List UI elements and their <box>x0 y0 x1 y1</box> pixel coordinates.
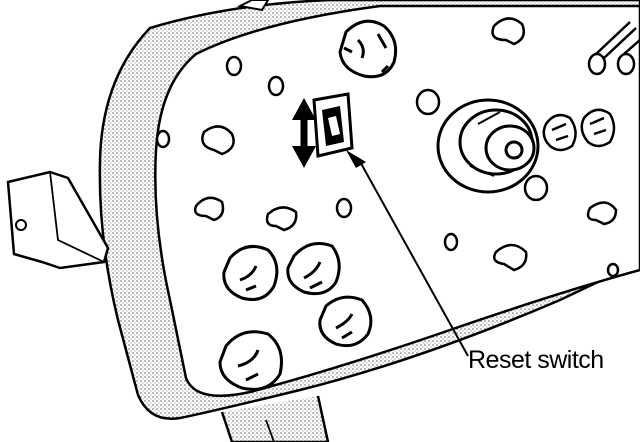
reset-switch-leader-line <box>346 150 469 357</box>
bulb-socket <box>286 242 341 296</box>
bulb-socket <box>338 19 398 79</box>
lower-housing-tab <box>220 395 330 442</box>
connector-pins <box>587 21 640 76</box>
reset-switch-label: Reset switch <box>468 346 604 374</box>
bracket-bolt-hole <box>15 219 27 231</box>
trip-knob <box>436 98 540 194</box>
bulb-socket <box>222 244 279 301</box>
top-clip <box>236 0 270 12</box>
mounting-holes <box>155 55 620 278</box>
reset-switch <box>312 92 354 158</box>
bulb-socket <box>218 330 283 391</box>
movement-double-arrow <box>292 98 316 168</box>
mounting-bracket <box>6 170 110 270</box>
indicator-sockets <box>542 108 616 152</box>
bulb-sockets <box>218 19 398 391</box>
bulb-socket <box>318 295 373 348</box>
keyhole-holes <box>193 17 618 272</box>
